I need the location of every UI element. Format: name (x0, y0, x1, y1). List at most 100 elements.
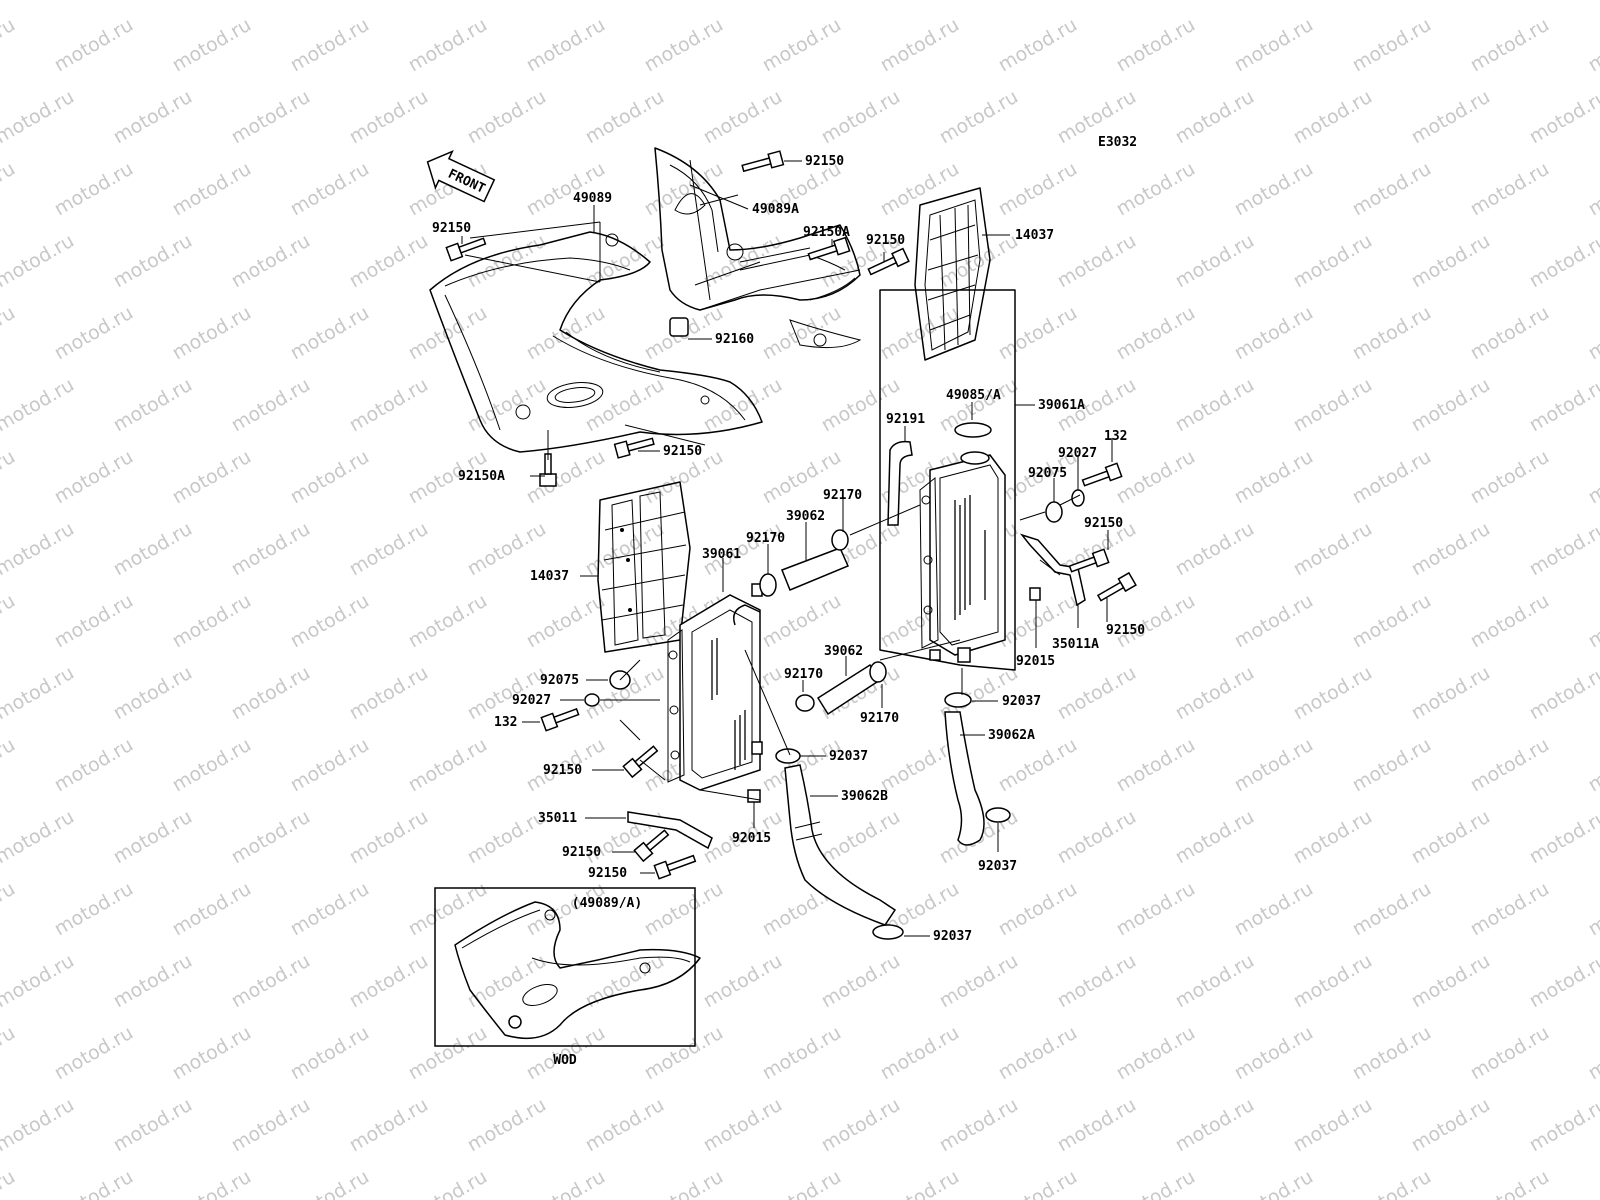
label-92027-right: 92027 (1058, 446, 1097, 461)
watermark-text: motod.ru (1349, 158, 1435, 221)
watermark-text: motod.ru (405, 302, 491, 365)
watermark-text: motod.ru (1113, 14, 1199, 77)
watermark-text: motod.ru (1113, 878, 1199, 941)
watermark-text: motod.ru (1467, 1166, 1553, 1200)
watermark-text: motod.ru (936, 1094, 1022, 1157)
watermark-text: motod.ru (110, 86, 196, 149)
watermark-text: motod.ru (1231, 302, 1317, 365)
watermark-text: motod.ru (877, 14, 963, 77)
watermark-text: motod.ru (1113, 1166, 1199, 1200)
watermark-text: motod.ru (169, 734, 255, 797)
watermark-text: motod.ru (346, 1094, 432, 1157)
watermark-text: motod.ru (523, 158, 609, 221)
watermark-text: motod.ru (1113, 734, 1199, 797)
watermark-text: motod.ru (346, 374, 432, 437)
watermark-text: motod.ru (405, 590, 491, 653)
watermark-text: motod.ru (169, 590, 255, 653)
watermark-text: motod.ru (110, 662, 196, 725)
watermark-text: motod.ru (759, 1022, 845, 1085)
clamp-92170-b-icon (831, 529, 849, 551)
label-92150-r2: 92150 (1106, 623, 1145, 638)
watermark-text: motod.ru (1349, 1166, 1435, 1200)
watermark-text: motod.ru (1113, 590, 1199, 653)
watermark-text: motod.ru (0, 878, 19, 941)
watermark-text: motod.ru (1054, 230, 1140, 293)
hose-39062A (944, 711, 985, 846)
watermark-text: motod.ru (1231, 734, 1317, 797)
label-92037-c: 92037 (978, 859, 1017, 874)
label-39061: 39061 (702, 547, 741, 562)
bolt-92150-b1-icon (633, 829, 670, 863)
diagram-id: E3032 (1098, 135, 1137, 150)
watermark-text: motod.ru (169, 302, 255, 365)
watermark-text: motod.ru (51, 14, 137, 77)
watermark-text: motod.ru (995, 1022, 1081, 1085)
watermark-text: motod.ru (346, 230, 432, 293)
watermark-text: motod.ru (1172, 374, 1258, 437)
watermark-text: motod.ru (582, 662, 668, 725)
watermark-text: motod.ru (936, 0, 1022, 4)
watermark-text: motod.ru (1231, 158, 1317, 221)
clamp-92170-c-icon (795, 694, 815, 712)
label-92150A-mid: 92150A (803, 225, 850, 240)
label-92150-shroud: 92150 (663, 444, 702, 459)
watermark-text: motod.ru (641, 1166, 727, 1200)
watermark-text: motod.ru (995, 878, 1081, 941)
label-92015-right: 92015 (1016, 654, 1055, 669)
label-92170-d: 92170 (860, 711, 899, 726)
label-132-left: 132 (494, 715, 517, 730)
watermark-text: motod.ru (1231, 14, 1317, 77)
watermark-text: motod.ru (1408, 806, 1494, 869)
watermark-text: motod.ru (346, 662, 432, 725)
watermark-text: motod.ru (228, 374, 314, 437)
watermark-text: motod.ru (51, 446, 137, 509)
watermark-text: motod.ru (405, 1166, 491, 1200)
watermark-text: motod.ru (1408, 230, 1494, 293)
watermark-text: motod.ru (523, 590, 609, 653)
label-92075-right: 92075 (1028, 466, 1067, 481)
watermark-text: motod.ru (1585, 878, 1600, 941)
watermark-text: motod.ru (1467, 734, 1553, 797)
watermark-text: motod.ru (169, 446, 255, 509)
watermark-text: motod.ru (1172, 0, 1258, 4)
watermark-text: motod.ru (1408, 662, 1494, 725)
watermark-text: motod.ru (110, 950, 196, 1013)
watermark-text: motod.ru (1526, 374, 1600, 437)
label-92037-b: 92037 (829, 749, 868, 764)
watermark-text: motod.ru (700, 950, 786, 1013)
watermark-text: motod.ru (110, 230, 196, 293)
radiator-cap-49085A-icon (954, 422, 992, 438)
watermark-text: motod.ru (346, 950, 432, 1013)
watermark-text: motod.ru (0, 0, 78, 4)
watermark-text: motod.ru (1172, 950, 1258, 1013)
watermark-text: motod.ru (877, 1022, 963, 1085)
watermark-text: motod.ru (1113, 446, 1199, 509)
watermark-text: motod.ru (405, 734, 491, 797)
bolt-132-left-icon (540, 708, 580, 732)
watermark-text: motod.ru (1290, 1094, 1376, 1157)
watermark-text: motod.ru (464, 1094, 550, 1157)
watermark-text: motod.ru (0, 518, 78, 581)
watermark-text: motod.ru (582, 518, 668, 581)
watermark-text: motod.ru (1349, 734, 1435, 797)
label-49085A: 49085/A (946, 388, 1001, 403)
hose-92191 (887, 440, 913, 526)
label-92170-c: 92170 (784, 667, 823, 682)
clamp-92037-a-icon (944, 692, 972, 708)
watermark-text: motod.ru (228, 0, 314, 4)
watermark-text: motod.ru (51, 590, 137, 653)
bolts (445, 150, 1137, 880)
watermark-text: motod.ru (169, 14, 255, 77)
watermark-text: motod.ru (700, 86, 786, 149)
watermark-text: motod.ru (1231, 1022, 1317, 1085)
watermark-text: motod.ru (1290, 86, 1376, 149)
watermark-text: motod.ru (287, 1166, 373, 1200)
watermark-text: motod.ru (1526, 950, 1600, 1013)
watermark-text: motod.ru (0, 14, 19, 77)
watermark-text: motod.ru (1231, 446, 1317, 509)
watermark-text: motod.ru (1054, 0, 1140, 4)
bolt-92150-b2-icon (653, 854, 697, 880)
bolt-92150-top-icon (741, 150, 785, 173)
watermark-text: motod.ru (523, 14, 609, 77)
label-132-right: 132 (1104, 429, 1127, 444)
